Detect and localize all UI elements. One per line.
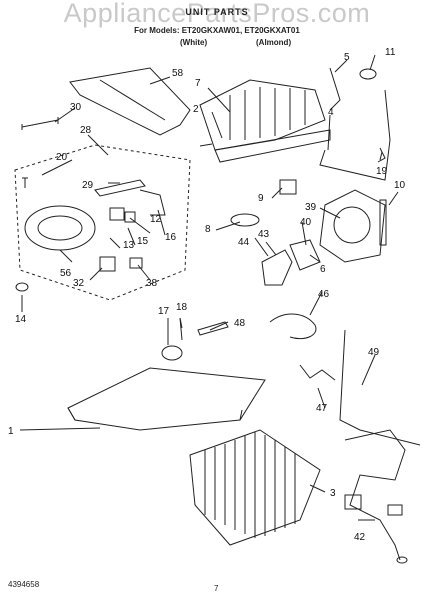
callout-18: 18 <box>176 302 188 313</box>
callout-32: 32 <box>73 278 85 289</box>
callout-49: 49 <box>368 347 380 358</box>
callout-11: 11 <box>385 47 396 58</box>
part-49 <box>339 329 421 446</box>
part-screw-30 <box>21 117 59 130</box>
callout-44: 44 <box>238 237 250 248</box>
part-20 <box>22 177 28 188</box>
callout-3: 3 <box>330 488 336 499</box>
callout-5: 5 <box>344 52 350 63</box>
part-condenser-7 <box>199 79 326 151</box>
part-17 <box>161 345 183 361</box>
doc-number: 4394658 <box>8 580 40 589</box>
part-32 <box>99 256 116 272</box>
callout-39: 39 <box>305 202 317 213</box>
callout-17: 17 <box>158 306 170 317</box>
part-cover-shape <box>69 67 191 136</box>
part-46 <box>269 313 317 340</box>
part-4-wire <box>319 89 391 181</box>
callout-43: 43 <box>258 229 270 240</box>
callout-6: 6 <box>320 264 326 275</box>
callout-8: 8 <box>205 224 211 235</box>
part-40 <box>289 239 321 271</box>
callout-4: 4 <box>328 107 334 118</box>
callout-28: 28 <box>80 125 92 136</box>
part-44-fan <box>261 249 293 286</box>
part-16 <box>139 189 166 216</box>
callout-10: 10 <box>394 180 406 191</box>
part-compressor <box>24 205 96 251</box>
part-2 <box>199 143 213 147</box>
callout-14: 14 <box>15 314 27 325</box>
page-number: 7 <box>214 584 219 593</box>
part-1-base <box>67 367 266 431</box>
callout-30: 30 <box>70 102 82 113</box>
model-numbers: For Models: ET20GKXAW01, ET20GKXAT01 <box>134 26 300 35</box>
watermark: AppliancePartsPros.com <box>63 0 371 28</box>
part-19 <box>377 147 386 163</box>
callout-16: 16 <box>165 232 177 243</box>
callout-47: 47 <box>316 403 328 414</box>
callout-1: 1 <box>8 426 14 437</box>
part-48 <box>197 321 229 336</box>
compressor-group-outline <box>14 144 191 301</box>
part-14 <box>15 282 29 292</box>
callout-2: 2 <box>193 104 199 115</box>
callout-42: 42 <box>354 532 366 543</box>
part-10 <box>379 199 387 246</box>
callout-40: 40 <box>300 217 312 228</box>
part-9 <box>279 179 297 195</box>
callout-46: 46 <box>318 289 330 300</box>
part-42-harness <box>344 429 406 561</box>
diagram-title: UNIT PARTS <box>185 7 249 17</box>
part-11 <box>359 68 377 80</box>
callout-38: 38 <box>146 278 158 289</box>
color-almond-label: (Almond) <box>256 38 292 47</box>
callout-19: 19 <box>376 166 388 177</box>
part-39 <box>319 189 386 263</box>
part-13 <box>124 211 136 223</box>
callout-58: 58 <box>172 68 184 79</box>
part-29 <box>94 179 146 197</box>
callout-15: 15 <box>137 236 149 247</box>
color-white-label: (White) <box>180 38 208 47</box>
callout-29: 29 <box>82 180 94 191</box>
callout-56: 56 <box>60 268 72 279</box>
callout-9: 9 <box>258 193 264 204</box>
part-38 <box>129 257 143 269</box>
part-3-evaporator <box>189 429 321 546</box>
part-5 <box>329 67 341 111</box>
callout-20: 20 <box>56 152 68 163</box>
part-8 <box>230 213 260 227</box>
leader-lines <box>19 54 399 521</box>
callout-7: 7 <box>195 78 201 89</box>
callout-12: 12 <box>150 214 162 225</box>
part-12 <box>109 207 125 221</box>
callout-48: 48 <box>234 318 246 329</box>
callout-13: 13 <box>123 240 135 251</box>
part-47 <box>299 364 336 381</box>
